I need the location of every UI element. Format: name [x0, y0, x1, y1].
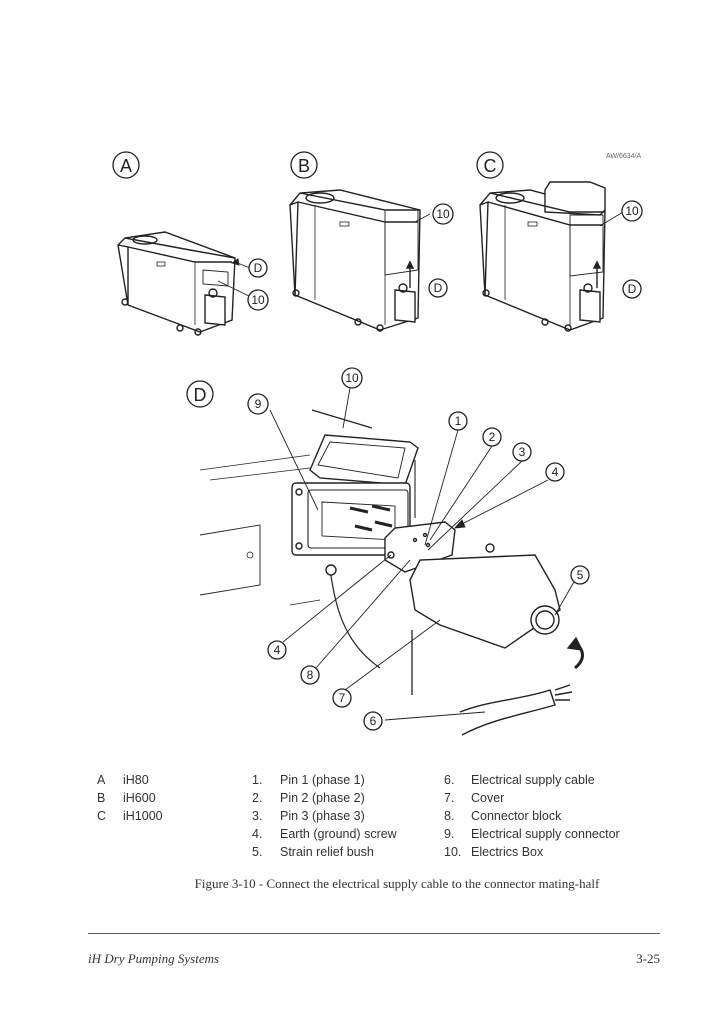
legend-item: 8. Connector block [444, 807, 620, 825]
callout-10: 10 [345, 371, 359, 385]
legend-key: A [97, 773, 106, 787]
legend-key: 9. [444, 827, 455, 841]
footer-divider [88, 933, 660, 934]
view-label-b: B [298, 156, 310, 176]
legend-value: Electrical supply cable [471, 773, 595, 787]
legend-item: 7. Cover [444, 789, 620, 807]
legend-value: Pin 3 (phase 3) [280, 809, 365, 823]
figure-reference-code: AW/6634/A [606, 153, 642, 160]
callout-4-bottom: 4 [274, 643, 281, 657]
legend-parts-col1: 1. Pin 1 (phase 1) 2. Pin 2 (phase 2) 3. Pi… [252, 771, 397, 861]
legend-item: 9. Electrical supply connector [444, 825, 620, 843]
callout-8: 8 [307, 668, 314, 682]
callout-5: 5 [577, 568, 584, 582]
footer-document-title: iH Dry Pumping Systems [88, 951, 220, 966]
legend-key: 7. [444, 791, 455, 805]
figure-caption: Figure 3-10 - Connect the electrical sup… [194, 876, 600, 891]
callout-b-10: 10 [436, 207, 450, 221]
legend-value: Electrical supply connector [471, 827, 620, 841]
legend-value: iH600 [123, 791, 156, 805]
pump-ih80-drawing [117, 231, 236, 336]
callout-c-10: 10 [625, 204, 639, 218]
legend-key: 1. [252, 773, 263, 787]
footer-page-number: 3-25 [636, 951, 660, 966]
callout-1: 1 [455, 414, 462, 428]
callout-2: 2 [489, 430, 496, 444]
legend-item: 1. Pin 1 (phase 1) [252, 771, 397, 789]
callout-9: 9 [255, 397, 262, 411]
callout-7: 7 [339, 691, 346, 705]
figure-illustration: A B C D 10 D 10 D 10 D 9 10 1 2 3 4 5 4 … [112, 151, 643, 736]
legend-key: 5. [252, 845, 263, 859]
callout-6: 6 [370, 714, 377, 728]
legend-key: 4. [252, 827, 263, 841]
pump-ih600-drawing [289, 189, 421, 332]
callout-3: 3 [519, 445, 526, 459]
legend-value: iH1000 [123, 809, 163, 823]
callout-a-d: D [254, 261, 263, 275]
legend-value: Earth (ground) screw [280, 827, 397, 841]
legend-value: Pin 1 (phase 1) [280, 773, 365, 787]
legend-key: C [97, 809, 107, 823]
legend-key: 8. [444, 809, 455, 823]
view-label-a: A [120, 156, 132, 176]
callout-4-top: 4 [552, 465, 559, 479]
legend-key: 2. [252, 791, 263, 805]
legend-key: 10. [444, 845, 462, 859]
legend-item: 3. Pin 3 (phase 3) [252, 807, 397, 825]
callout-b-d: D [434, 281, 443, 295]
legend-parts-col2: 6. Electrical supply cable 7. Cover 8. Conn… [444, 771, 620, 861]
legend-item: 2. Pin 2 (phase 2) [252, 789, 397, 807]
legend-value: Pin 2 (phase 2) [280, 791, 365, 805]
legend-item: 4. Earth (ground) screw [252, 825, 397, 843]
legend-item: 6. Electrical supply cable [444, 771, 620, 789]
legend-value: Strain relief bush [280, 845, 374, 859]
legend-key: 6. [444, 773, 455, 787]
legend-value: Electrics Box [471, 845, 544, 859]
legend-key: B [97, 791, 106, 805]
callout-c-d: D [628, 282, 637, 296]
callout-a-10: 10 [251, 293, 265, 307]
view-label-d: D [194, 385, 207, 405]
legend-item: 10. Electrics Box [444, 843, 620, 861]
view-label-c: C [484, 156, 497, 176]
pump-ih1000-drawing [479, 181, 606, 332]
legend-item: 5. Strain relief bush [252, 843, 397, 861]
legend-value: iH80 [123, 773, 149, 787]
legend-value: Cover [471, 791, 505, 805]
legend-key: 3. [252, 809, 263, 823]
legend-value: Connector block [471, 809, 562, 823]
connector-detail-drawing [199, 409, 584, 736]
